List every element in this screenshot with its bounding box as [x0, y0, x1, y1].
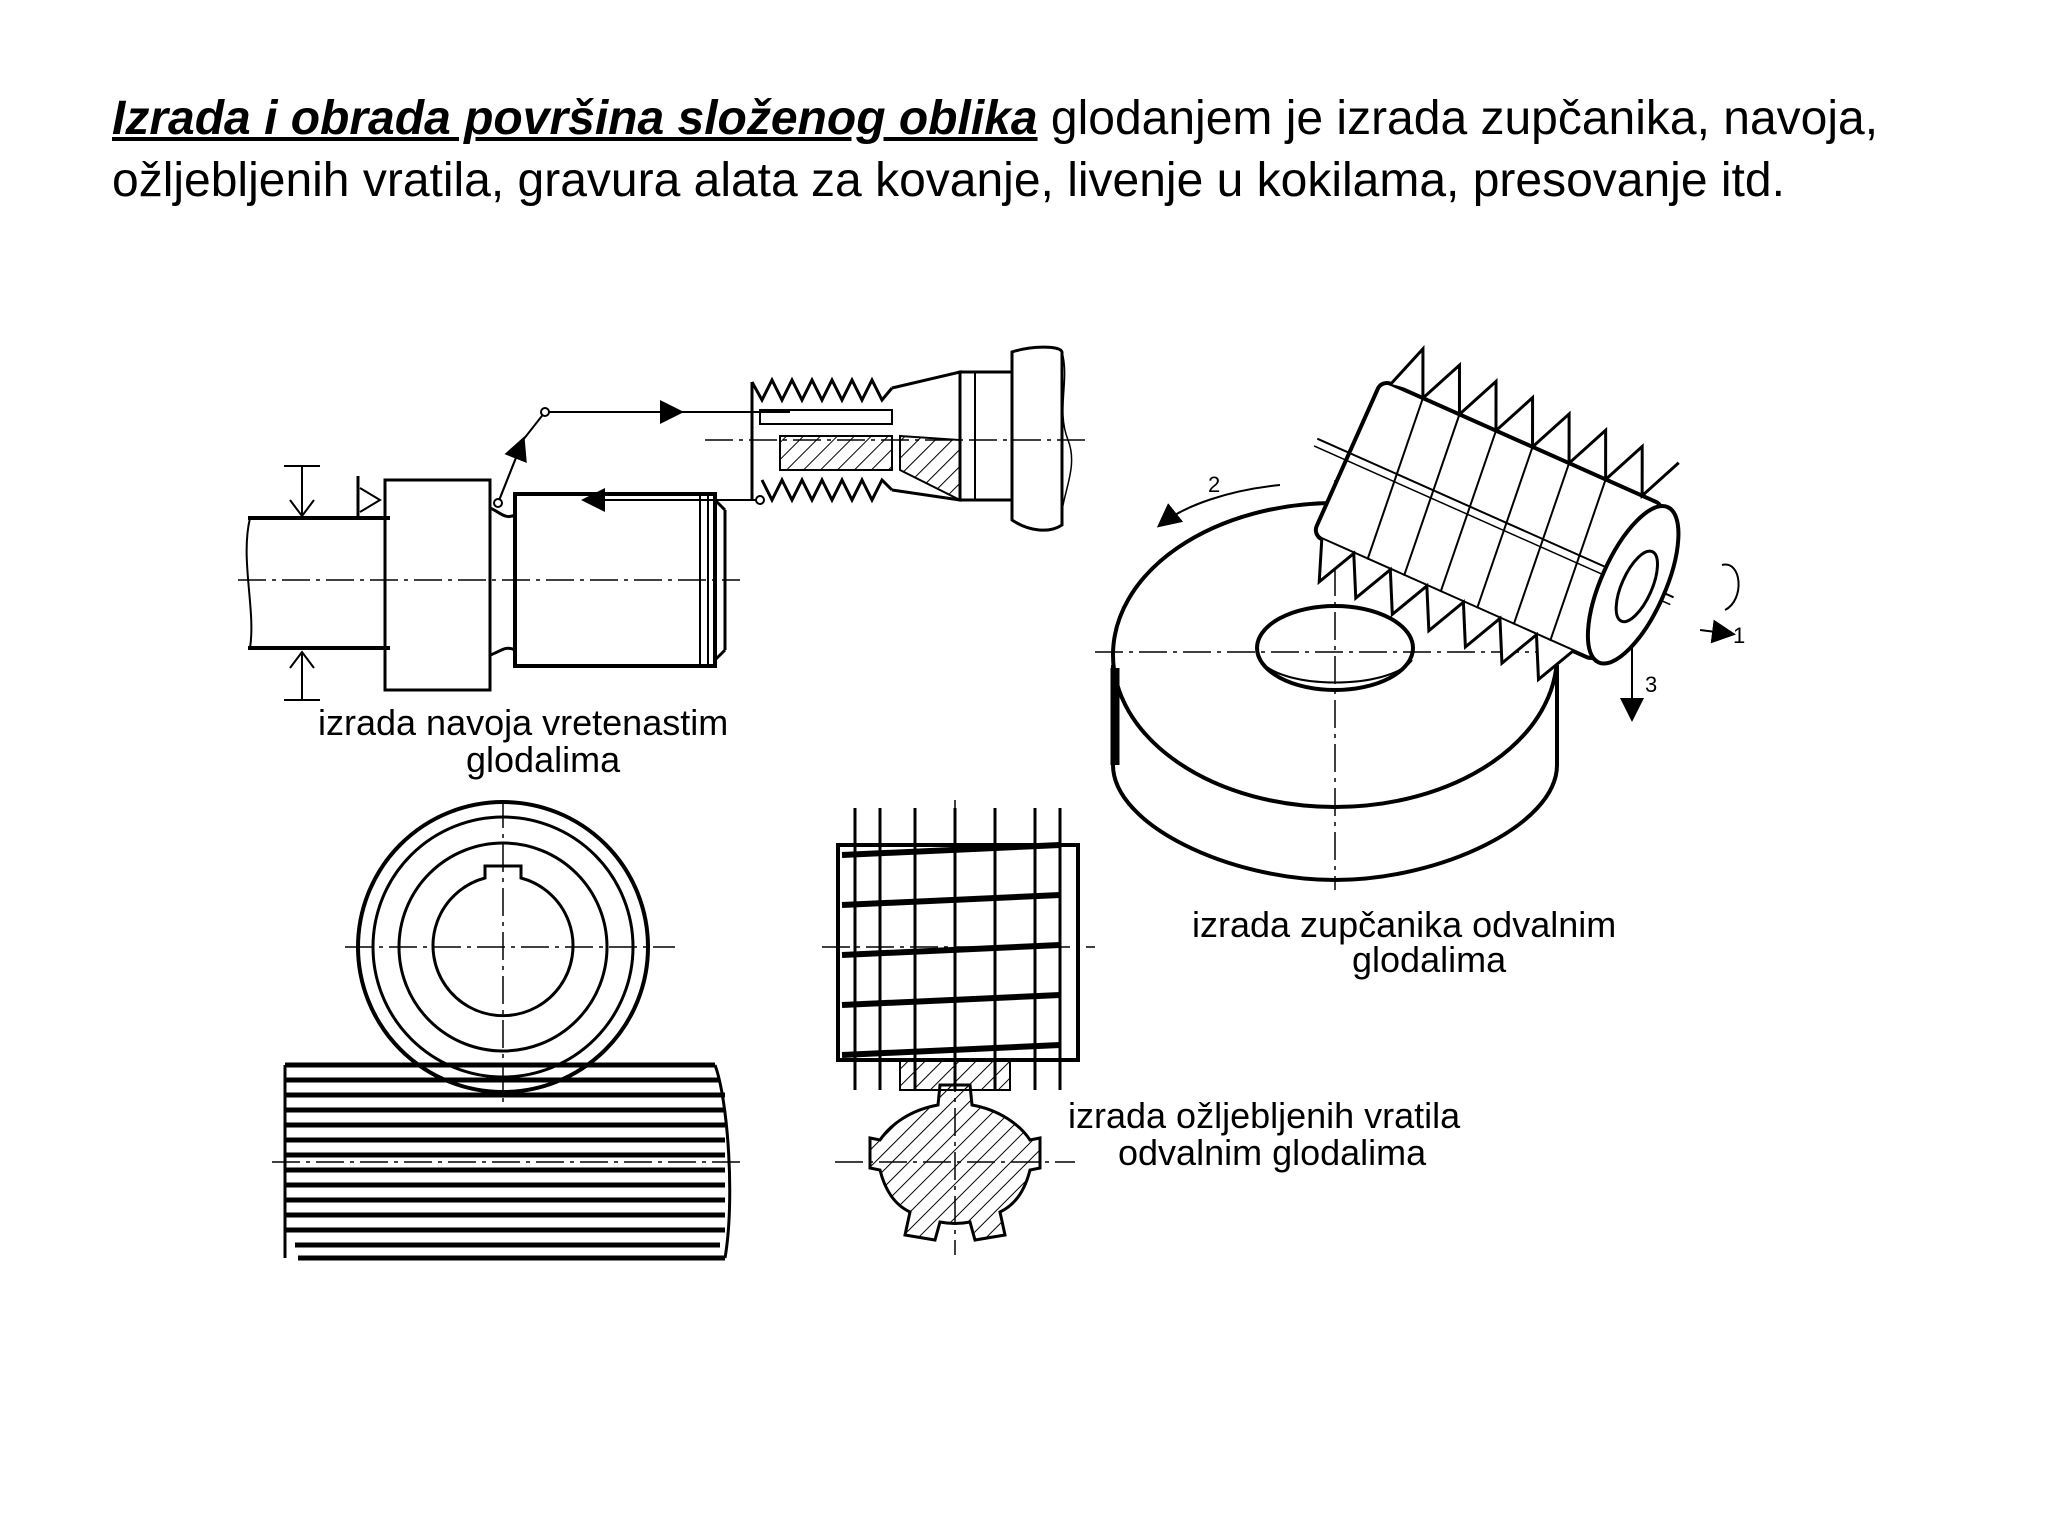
intro-paragraph: Izrada i obrada površina složenog oblika… [112, 88, 2012, 212]
hob-end-view [345, 800, 675, 1105]
intro-rest: glodanjem je izrada zupčanika, navoja, o… [112, 92, 1879, 207]
motion-label-2: 2 [1208, 472, 1220, 497]
thread-mill-cutter [705, 345, 1090, 532]
workpiece-collar [383, 478, 492, 692]
caption-gear-line2: glodalima [1352, 939, 1507, 980]
hob-front-view [822, 800, 1095, 1255]
spline-milling-diagram: izrada ožljebljenih vratila odvalnim glo… [272, 800, 1461, 1261]
caption-thread-line2: glodalima [466, 739, 621, 780]
hob-cutter [1313, 344, 1681, 683]
intro-lead: Izrada i obrada površina složenog oblika [112, 92, 1038, 145]
chuck-shaft [245, 465, 390, 701]
caption-spline-line2: odvalnim glodalima [1118, 1132, 1427, 1173]
thread-milling-diagram: izrada navoja vretenastim glodalima [238, 345, 1090, 780]
caption-thread-line1: izrada navoja vretenastim [318, 702, 728, 743]
motion-label-3: 3 [1645, 672, 1657, 697]
tool-path [497, 411, 790, 504]
motion-label-1: 1 [1733, 623, 1745, 648]
gear-hobbing-diagram: 2 1 3 izrada zupčanika odvalnim glodalim… [1095, 344, 1745, 980]
caption-gear-line1: izrada zupčanika odvalnim [1192, 904, 1616, 945]
spline-cross-section [835, 1083, 1075, 1242]
caption-spline-line1: izrada ožljebljenih vratila [1068, 1095, 1461, 1136]
splined-shaft-side [272, 1062, 745, 1261]
